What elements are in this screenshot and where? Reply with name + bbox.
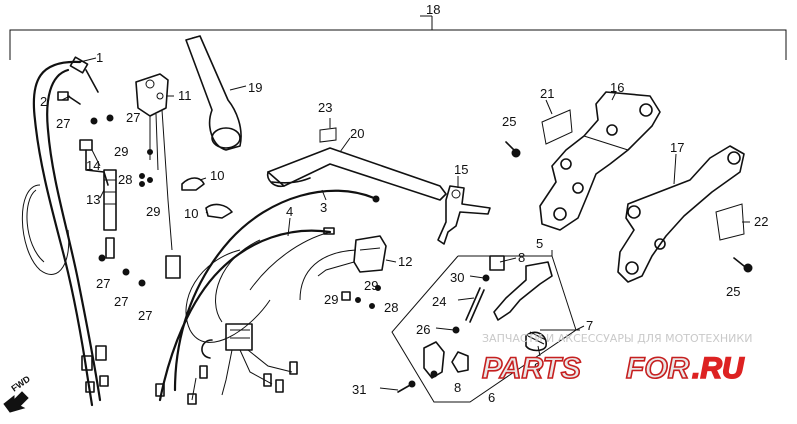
label-3: 3 [320, 200, 327, 215]
label-18: 18 [426, 2, 440, 17]
label-29-a: 29 [114, 144, 128, 159]
label-22: 22 [754, 214, 768, 229]
label-15: 15 [454, 162, 468, 177]
handlebar-grip-19 [185, 35, 242, 151]
label-5: 5 [536, 236, 543, 251]
brake-pedal-parts [397, 255, 553, 393]
forward-arrow: FWD [3, 373, 32, 413]
watermark-brand-for: FOR [626, 352, 690, 385]
throttle-cable [21, 56, 109, 407]
label-27-a: 27 [56, 116, 70, 131]
label-29-b: 29 [146, 204, 160, 219]
watermark-caption: ЗАПЧАСТИ И АКСЕССУАРЫ ДЛЯ МОТОТЕХНИКИ [482, 332, 752, 345]
label-25-a: 25 [502, 114, 516, 129]
watermark-brand-parts: PARTS [482, 352, 581, 385]
fwd-text: FWD [9, 373, 32, 393]
label-21: 21 [540, 86, 554, 101]
label-11: 11 [178, 88, 192, 103]
part-numbers: 18 1 2 27 27 14 13 27 27 27 29 28 29 11 … [40, 2, 768, 405]
lever-15 [437, 185, 491, 245]
label-31: 31 [352, 382, 366, 397]
clutch-cable-adjuster [79, 114, 146, 287]
label-10-b: 10 [184, 206, 198, 221]
bolts-25 [505, 141, 753, 273]
label-8-b: 8 [454, 380, 461, 395]
wiring-harness [185, 239, 357, 405]
label-27-c: 27 [96, 276, 110, 291]
caution-labels [541, 109, 745, 241]
label-30: 30 [450, 270, 464, 285]
label-28-a: 28 [118, 172, 132, 187]
label-23: 23 [318, 100, 332, 115]
cables-3-4 [155, 189, 380, 402]
label-20: 20 [350, 126, 364, 141]
assembly-bracket-18 [9, 16, 787, 60]
label-9: 9 [534, 360, 541, 375]
label-29-d: 29 [324, 292, 338, 307]
label-17: 17 [670, 140, 684, 155]
handlebar-20 [266, 127, 447, 201]
wire-clamps-10 [181, 177, 233, 219]
switch-housing-11 [135, 73, 181, 279]
label-16: 16 [610, 80, 624, 95]
label-14: 14 [86, 158, 100, 173]
watermark: ЗАПЧАСТИ И АКСЕССУАРЫ ДЛЯ МОТОТЕХНИКИ PA… [481, 332, 752, 386]
label-12: 12 [398, 254, 412, 269]
label-27-d: 27 [114, 294, 128, 309]
switch-12 [317, 235, 387, 309]
leader-lines [61, 15, 750, 391]
label-8-a: 8 [518, 250, 525, 265]
label-10-a: 10 [210, 168, 224, 183]
watermark-brand-ru: .RU [692, 352, 745, 385]
step-bracket-17 [617, 145, 745, 283]
label-28-b: 28 [384, 300, 398, 315]
label-6: 6 [488, 390, 495, 405]
label-7: 7 [586, 318, 593, 333]
label-24: 24 [432, 294, 446, 309]
label-19: 19 [248, 80, 262, 95]
label-2: 2 [40, 94, 47, 109]
label-25-b: 25 [726, 284, 740, 299]
label-27-e: 27 [138, 308, 152, 323]
label-29-c: 29 [364, 278, 378, 293]
step-bracket-16 [539, 91, 661, 231]
label-26: 26 [416, 322, 430, 337]
label-4: 4 [286, 204, 293, 219]
label-1: 1 [96, 50, 103, 65]
label-27-b: 27 [126, 110, 140, 125]
label-13: 13 [86, 192, 100, 207]
